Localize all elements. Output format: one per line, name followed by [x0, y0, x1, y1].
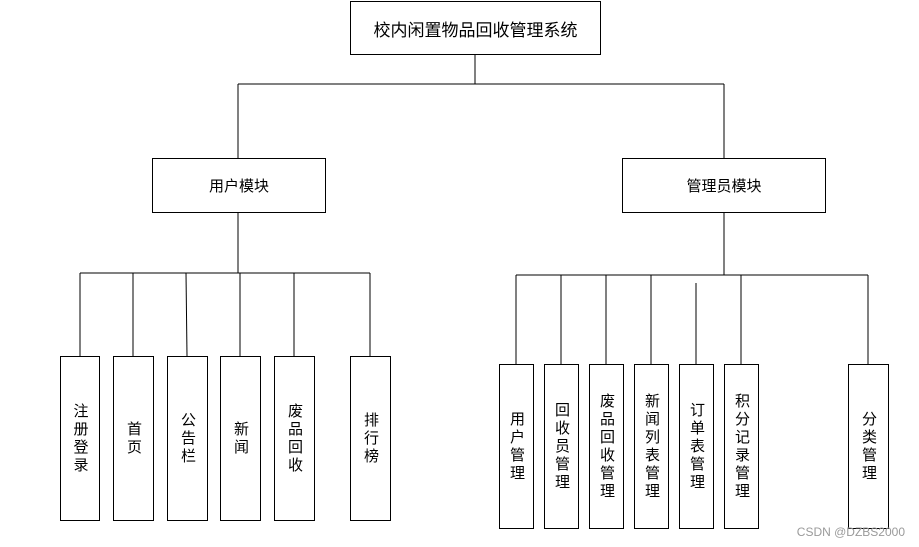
user-leaf-label: 排行榜 [362, 411, 380, 466]
admin-leaf-label: 新闻列表管理 [643, 392, 661, 501]
user-leaf-label: 首页 [125, 420, 143, 457]
user-leaf-bulletin: 公告栏 [167, 356, 208, 521]
admin-module-node: 管理员模块 [622, 158, 826, 213]
connector-user-child-3 [185, 272, 188, 357]
user-leaf-label: 注册登录 [71, 402, 90, 475]
user-leaf-label: 公告栏 [179, 411, 197, 466]
user-module-label: 用户模块 [208, 177, 269, 195]
user-leaf-home: 首页 [113, 356, 154, 521]
admin-leaf-label: 订单表管理 [688, 401, 706, 492]
admin-leaf-label: 分类管理 [860, 410, 878, 483]
admin-leaf-category-management: 分类管理 [848, 364, 889, 529]
admin-leaf-points-management: 积分记录管理 [724, 364, 759, 529]
user-leaf-label: 废品回收 [286, 402, 304, 475]
user-leaf-leaderboard: 排行榜 [350, 356, 391, 521]
admin-module-label: 管理员模块 [686, 177, 762, 195]
admin-leaf-label: 回收员管理 [553, 401, 571, 492]
user-leaf-label: 新闻 [232, 420, 250, 457]
admin-leaf-label: 积分记录管理 [733, 392, 751, 501]
user-module-node: 用户模块 [152, 158, 326, 213]
user-leaf-news: 新闻 [220, 356, 261, 521]
root-node-label: 校内闲置物品回收管理系统 [373, 20, 578, 41]
admin-leaf-recycler-management: 回收员管理 [544, 364, 579, 529]
user-leaf-waste-recycle: 废品回收 [274, 356, 315, 521]
admin-leaf-user-management: 用户管理 [499, 364, 534, 529]
admin-leaf-label: 废品回收管理 [598, 392, 616, 501]
admin-leaf-news-list-management: 新闻列表管理 [634, 364, 669, 529]
admin-leaf-waste-recycle-management: 废品回收管理 [589, 364, 624, 529]
watermark: CSDN @DZBS2000 [796, 525, 905, 539]
admin-leaf-order-management: 订单表管理 [679, 364, 714, 529]
admin-leaf-label: 用户管理 [508, 410, 526, 483]
user-leaf-register-login: 注册登录 [60, 356, 100, 521]
root-node: 校内闲置物品回收管理系统 [350, 1, 601, 55]
